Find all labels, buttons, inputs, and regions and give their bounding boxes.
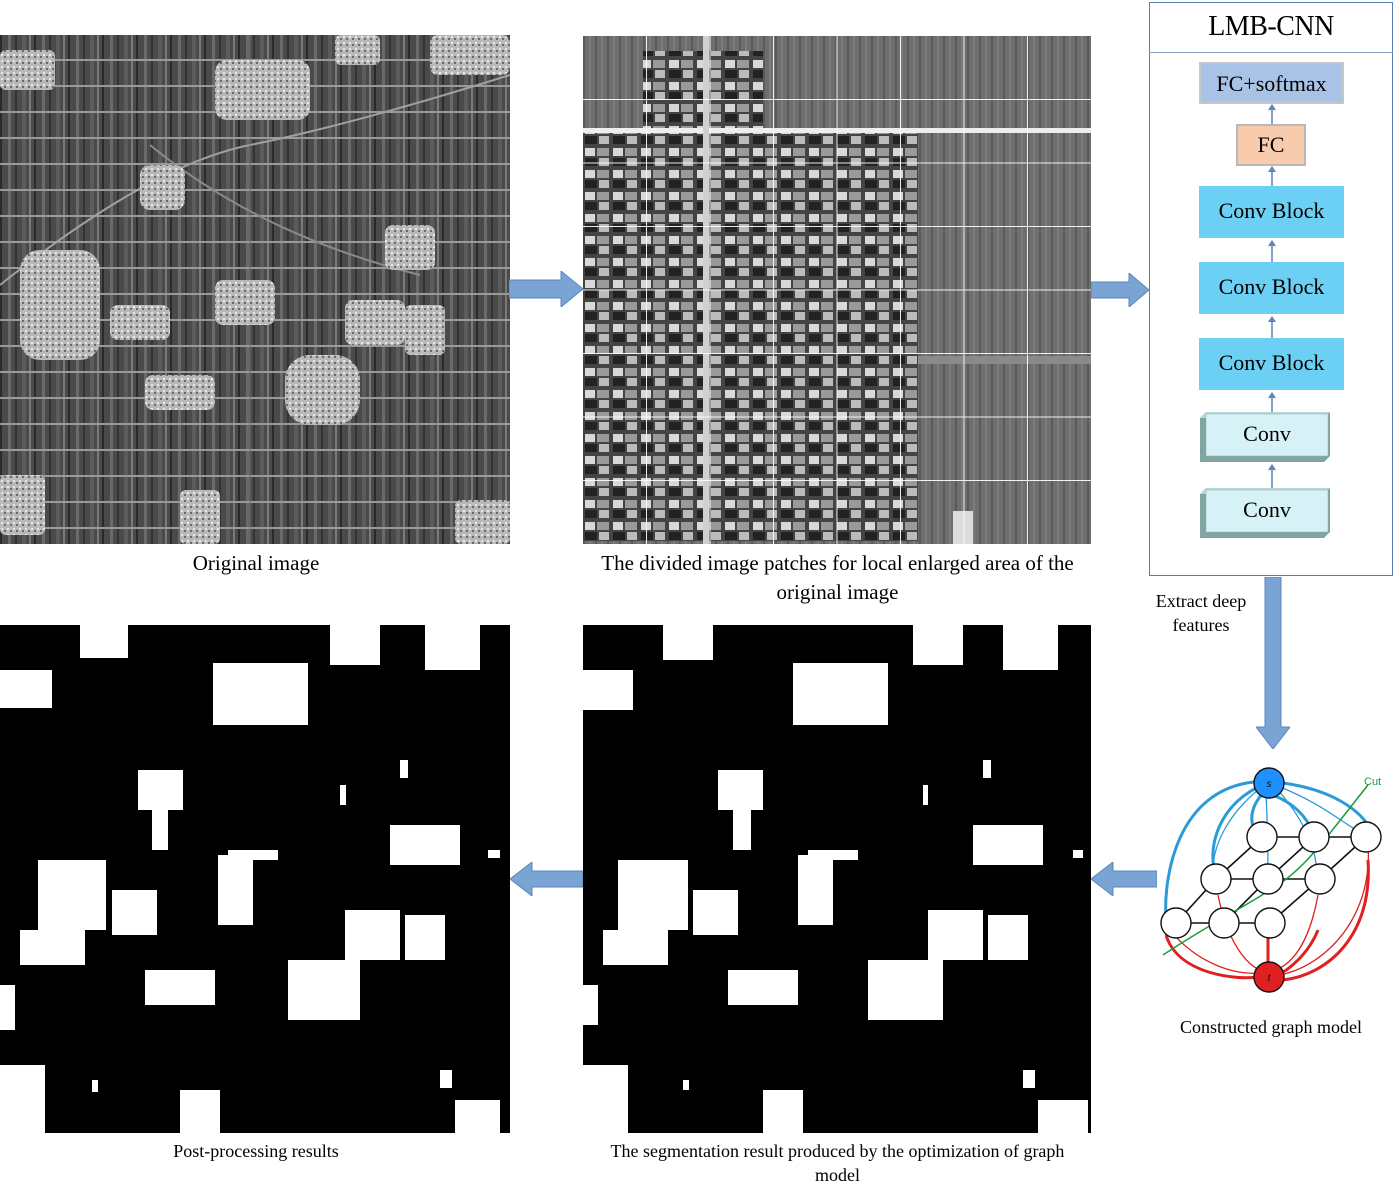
layer-conv-block: Conv Block <box>1199 338 1344 390</box>
caption-segmentation: The segmentation result produced by the … <box>610 1141 1065 1185</box>
layer-conv-block: Conv Block <box>1199 186 1344 238</box>
original-image <box>0 35 510 544</box>
cut-label: Cut <box>1364 776 1381 788</box>
segmentation-result-image <box>583 625 1091 1133</box>
sink-label: t <box>1268 973 1272 984</box>
arrow-right-icon <box>1091 273 1149 307</box>
layer-conv-block: Conv Block <box>1199 262 1344 314</box>
lmb-cnn-architecture <box>1149 2 1393 576</box>
layer-conv: Conv <box>1243 497 1291 522</box>
arrow-down-icon <box>1256 577 1290 749</box>
arrow-up-icon <box>1268 316 1276 338</box>
caption-original: Original image <box>192 551 320 575</box>
caption-post-processing: Post-processing results <box>173 1141 339 1161</box>
arrow-left-icon <box>510 862 583 896</box>
sink-node <box>1253 961 1285 993</box>
arrow-up-icon <box>1268 240 1276 262</box>
caption-extract-features: Extract deep features <box>1155 591 1247 635</box>
arrow-up-icon <box>1268 166 1276 186</box>
source-label: s <box>1267 779 1272 790</box>
arrow-up-icon <box>1268 464 1276 488</box>
caption-graph-model: Constructed graph model <box>1180 1017 1362 1037</box>
caption-patches: The divided image patches for local enla… <box>601 551 1074 604</box>
arrow-left-icon <box>1091 862 1157 896</box>
arrow-right-icon <box>509 271 583 307</box>
patches-image <box>583 36 1091 544</box>
layer-conv-3d <box>1200 488 1330 538</box>
layer-conv: Conv <box>1243 421 1291 446</box>
arrow-up-icon <box>1268 392 1276 412</box>
source-node <box>1253 767 1285 799</box>
architecture-title: LMB-CNN <box>1149 2 1393 53</box>
arrow-up-icon <box>1268 104 1276 124</box>
post-processing-image <box>0 625 510 1133</box>
graph-model: Cut s t <box>1160 767 1382 993</box>
layer-fc: FC <box>1236 124 1306 166</box>
layer-conv-3d <box>1200 412 1330 462</box>
layer-fc-softmax: FC+softmax <box>1199 62 1344 104</box>
